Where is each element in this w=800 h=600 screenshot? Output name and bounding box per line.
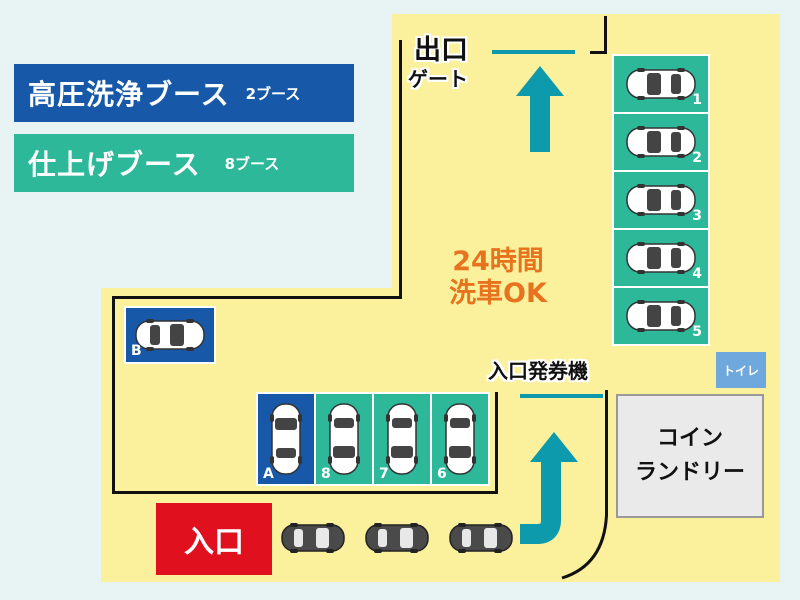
bay-label: 7	[379, 466, 389, 482]
finish-bay-6: 6	[430, 392, 490, 486]
car-icon	[328, 403, 360, 475]
car-icon	[386, 403, 418, 475]
wall-exit-corner-horizontal	[590, 51, 607, 54]
queued-car-icon	[449, 523, 513, 553]
bay-number: 1	[692, 92, 702, 108]
car-icon	[626, 184, 696, 216]
car-icon	[444, 403, 476, 475]
car-icon	[135, 319, 205, 351]
laundry-line1: コイン	[656, 426, 723, 451]
exit-gate-bar	[492, 50, 575, 54]
entry-arrow-icon	[520, 432, 578, 544]
hours-label: 24時間 洗車OK	[428, 246, 568, 310]
exit-gate-line2: ゲート	[408, 67, 468, 91]
finish-bay-7: 7	[372, 392, 432, 486]
wash-bay-b: B	[124, 306, 216, 364]
queued-car-icon	[281, 523, 345, 553]
laundry-line2: ランドリー	[634, 460, 745, 485]
toilet-sign: トイレ	[716, 352, 766, 388]
car-icon	[626, 300, 696, 332]
legend-finish-booth: 仕上げブース 8ブース	[14, 134, 354, 192]
bay-number: 3	[692, 208, 702, 224]
ticket-machine-bar	[520, 394, 603, 398]
finish-bay-8: 8	[314, 392, 374, 486]
wall-left-vertical	[112, 296, 115, 494]
car-icon	[626, 126, 696, 158]
ticket-machine-label: 入口発券機	[488, 359, 588, 383]
coin-laundry: コイン ランドリー	[616, 394, 764, 518]
hours-line2: 洗車OK	[449, 278, 547, 309]
legend-finish-booth-label: 仕上げブース	[28, 148, 201, 181]
finish-bay-4: 4	[612, 228, 710, 288]
finish-bay-1: 1	[612, 54, 710, 114]
wall-curve	[561, 480, 608, 580]
bay-number: 4	[692, 266, 702, 282]
exit-gate-label: 出口 ゲート	[408, 35, 494, 92]
wall-ticket-vertical	[605, 390, 608, 480]
finish-bay-2: 2	[612, 112, 710, 172]
finish-bay-3: 3	[612, 170, 710, 230]
exit-gate-line1: 出口	[414, 35, 468, 66]
legend-wash-booth: 高圧洗浄ブース 2ブース	[14, 64, 354, 122]
legend-wash-booth-count: 2ブース	[245, 84, 301, 103]
hours-line1: 24時間	[452, 246, 544, 277]
car-icon	[626, 242, 696, 274]
wall-middle-horizontal	[112, 296, 402, 299]
wash-bay-a: A	[256, 392, 316, 486]
bay-number: 5	[692, 324, 702, 340]
entrance-sign: 入口	[156, 503, 272, 575]
queued-car-icon	[365, 523, 429, 553]
legend-wash-booth-label: 高圧洗浄ブース	[28, 78, 230, 111]
wall-top-left-vertical	[399, 40, 402, 298]
bay-number: 2	[692, 150, 702, 166]
toilet-label: トイレ	[722, 363, 759, 378]
legend-finish-booth-count: 8ブース	[224, 154, 280, 173]
wall-exit-corner-vertical	[604, 16, 607, 54]
car-icon	[270, 403, 302, 475]
bay-label: 8	[321, 466, 331, 482]
finish-bay-5: 5	[612, 286, 710, 346]
wall-bottom-right-vertical	[495, 392, 498, 494]
car-icon	[626, 68, 696, 100]
bay-label: A	[263, 466, 274, 482]
entrance-label: 入口	[184, 525, 244, 560]
exit-arrow-icon	[516, 66, 564, 152]
wall-bottom-horizontal	[112, 491, 498, 494]
bay-label: B	[131, 343, 142, 359]
bay-label: 6	[437, 466, 447, 482]
